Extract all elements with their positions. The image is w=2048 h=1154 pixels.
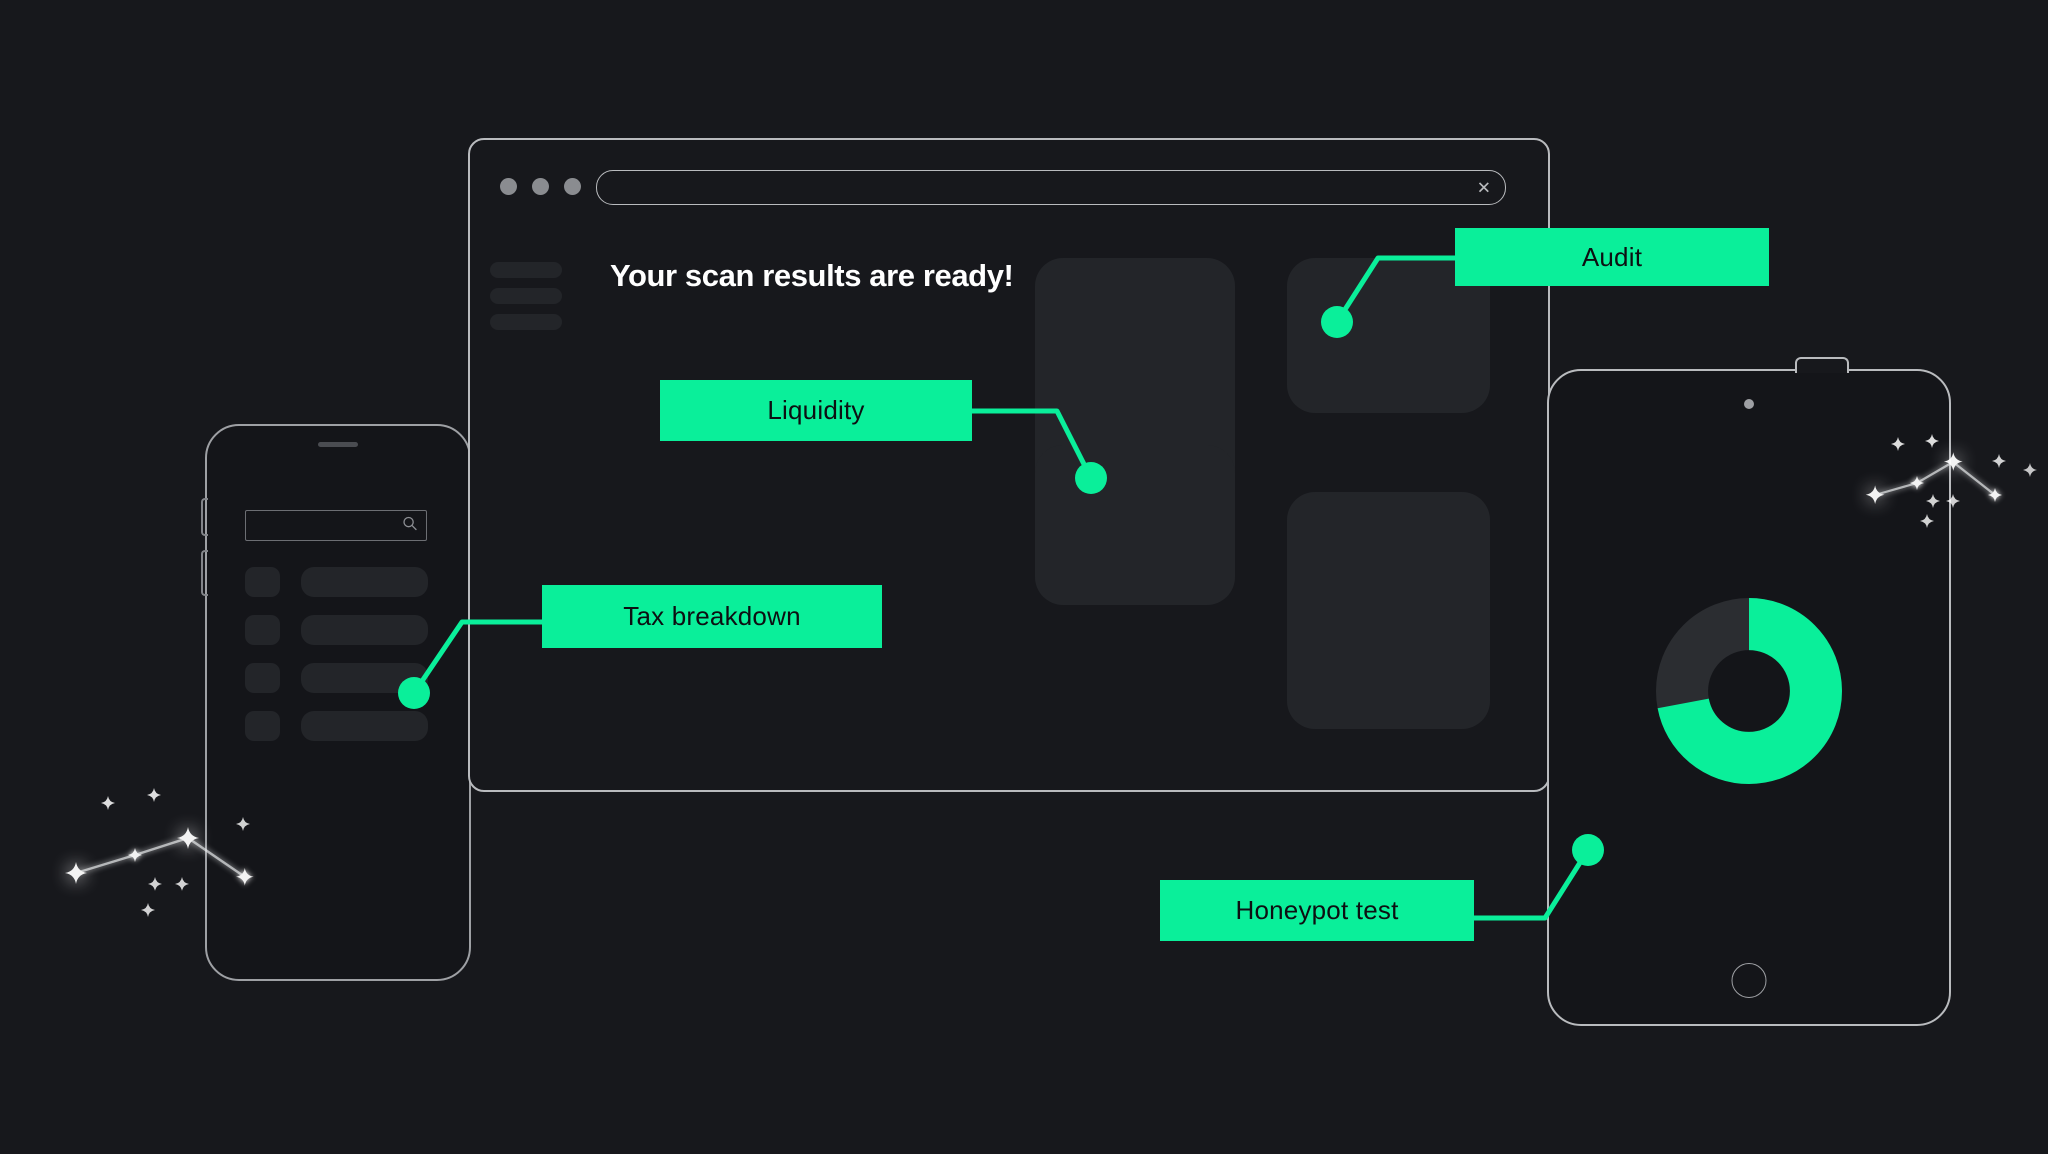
- list-item-avatar: [245, 663, 280, 693]
- sidebar-item-placeholder[interactable]: [490, 314, 562, 330]
- home-button[interactable]: [1731, 963, 1767, 998]
- callout-tax-breakdown[interactable]: Tax breakdown: [542, 585, 882, 648]
- list-item-label-placeholder: [301, 567, 428, 597]
- callout-label: Tax breakdown: [623, 601, 801, 631]
- page-title: Your scan results are ready!: [610, 258, 1014, 293]
- list-item-avatar: [245, 615, 280, 645]
- list-item-label-placeholder: [301, 711, 428, 741]
- address-bar[interactable]: ✕: [596, 170, 1506, 205]
- phone-power-button[interactable]: [201, 550, 208, 596]
- tablet-antenna-tab: [1795, 357, 1849, 373]
- callout-audit[interactable]: Audit: [1455, 228, 1769, 286]
- phone-volume-button[interactable]: [201, 498, 208, 536]
- close-icon[interactable]: ✕: [1476, 178, 1491, 197]
- callout-label: Audit: [1581, 241, 1643, 272]
- list-item-avatar: [245, 711, 280, 741]
- phone-search-input[interactable]: [245, 510, 427, 541]
- sidebar-item-placeholder[interactable]: [490, 262, 562, 278]
- result-card[interactable]: [1035, 445, 1235, 605]
- list-item-avatar: [245, 567, 280, 597]
- browser-window-mockup: ✕ Your scan results are ready!: [468, 138, 1550, 792]
- window-close-dot[interactable]: [500, 178, 517, 195]
- camera-dot-icon: [1744, 399, 1754, 409]
- callout-liquidity[interactable]: Liquidity: [660, 380, 972, 441]
- search-icon: [402, 515, 418, 536]
- donut-chart: [1656, 598, 1842, 784]
- callout-honeypot-test[interactable]: Honeypot test: [1160, 880, 1474, 941]
- list-item-label-placeholder: [301, 663, 428, 693]
- window-minimize-dot[interactable]: [532, 178, 549, 195]
- list-item-label-placeholder: [301, 615, 428, 645]
- sidebar-item-placeholder[interactable]: [490, 288, 562, 304]
- window-maximize-dot[interactable]: [564, 178, 581, 195]
- tablet-mockup: [1547, 357, 1951, 1026]
- callout-label: Liquidity: [767, 395, 865, 425]
- phone-speaker-grille: [318, 442, 358, 447]
- donut-chart-svg: [1656, 598, 1842, 784]
- phone-mockup: [201, 424, 471, 981]
- result-card[interactable]: [1287, 492, 1490, 729]
- callout-label: Honeypot test: [1235, 895, 1399, 925]
